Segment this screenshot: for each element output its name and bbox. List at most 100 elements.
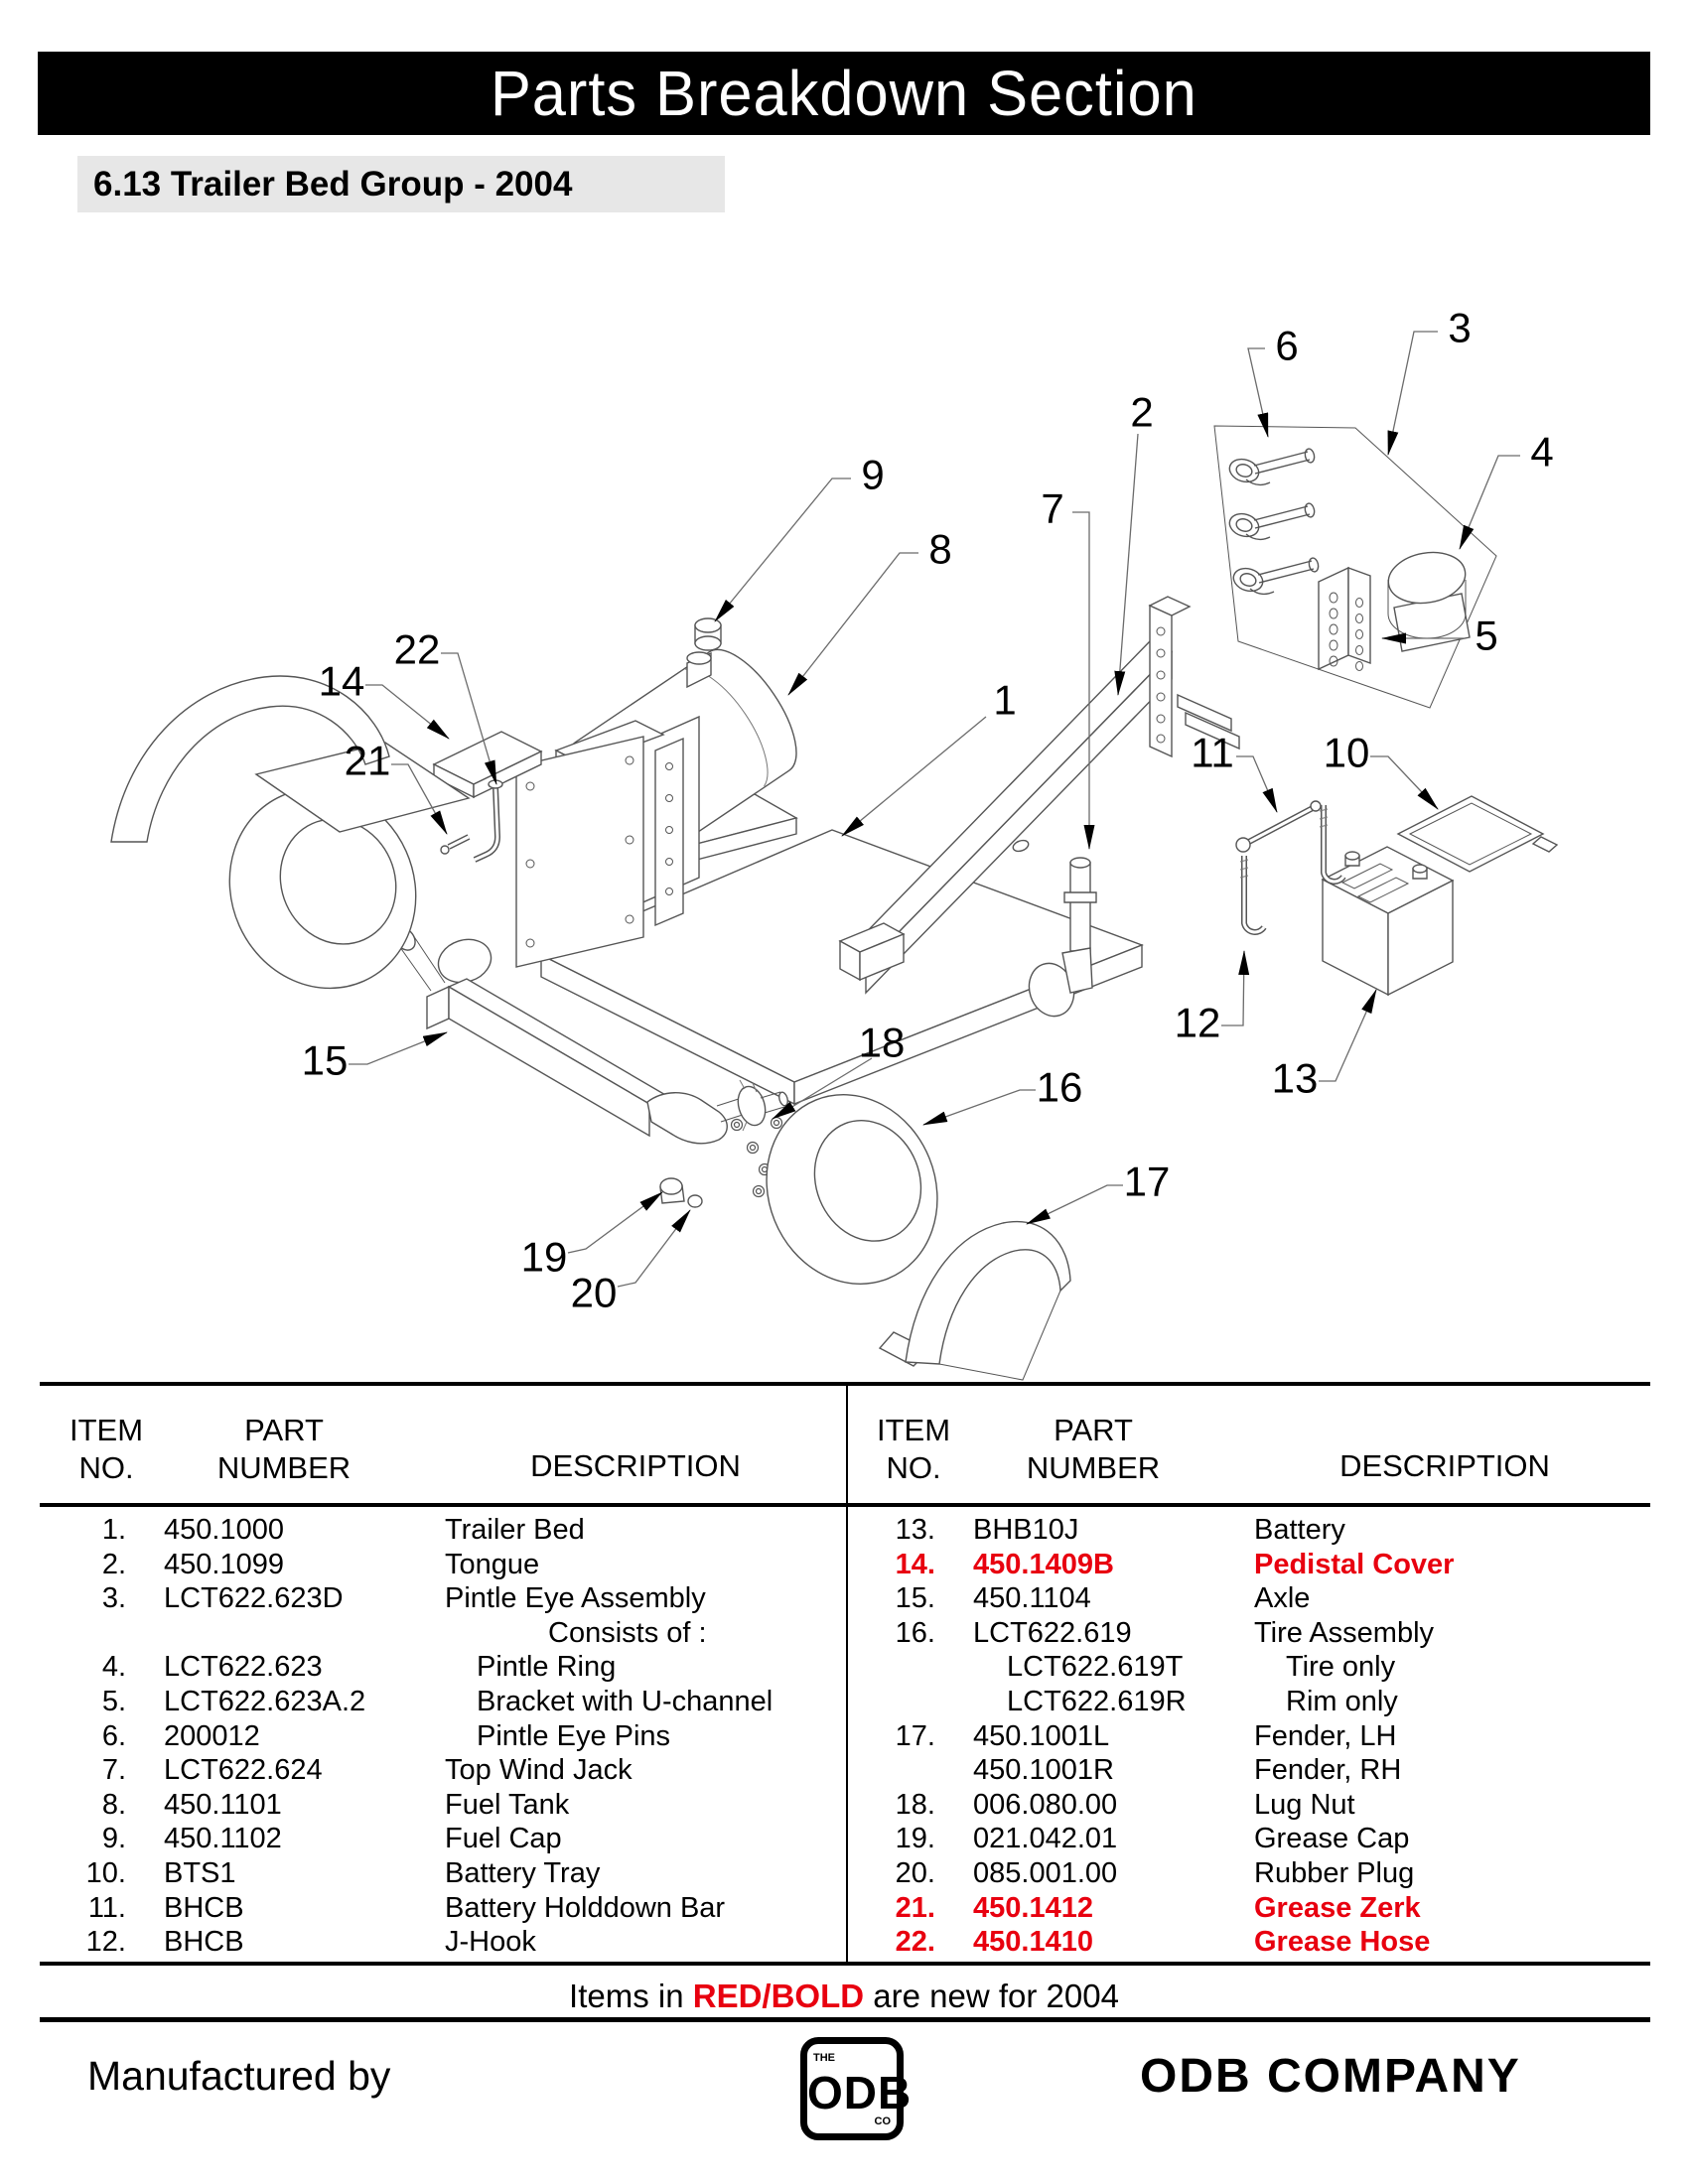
odb-logo: THE ODB CO [800,2037,913,2140]
callout-leader-8 [787,552,918,696]
pintle-ring-drawing [1387,551,1471,652]
page-title: Parts Breakdown Section [491,58,1197,129]
table-row: Consists of : [548,1616,707,1649]
table-bottom-rule [40,1962,1650,1966]
callout-label-4: 4 [1530,429,1553,476]
axle-drawing [394,927,799,1198]
battery-holddown-bar-drawing [1235,800,1322,853]
table-divider [846,1386,848,1962]
pintle-eye-pins-drawing [1225,447,1321,596]
col-header-desc-right: DESCRIPTION [1339,1448,1550,1483]
callout-leader-12 [1221,950,1250,1026]
col-header-desc-left: DESCRIPTION [530,1448,741,1483]
table-header-rule [40,1503,1650,1507]
odb-logo-the: THE [813,2052,835,2064]
callout-leader-18 [772,1057,873,1120]
callout-label-6: 6 [1275,323,1298,369]
callout-leader-17 [1026,1184,1123,1225]
callout-label-7: 7 [1041,485,1063,532]
callout-label-2: 2 [1130,389,1153,436]
callout-label-3: 3 [1448,305,1471,351]
callout-leader-1 [841,716,987,837]
callout-leader-7 [1072,511,1095,850]
red-bold-highlight: RED/BOLD [692,1978,865,2014]
callout-leader-9 [714,478,851,622]
grease-cap-drawing [659,1177,685,1204]
footer-rule [40,2017,1650,2022]
callout-label-20: 20 [571,1270,618,1316]
fuel-cap-drawing [694,617,722,651]
callout-label-17: 17 [1124,1159,1171,1205]
callout-label-16: 16 [1037,1064,1083,1111]
odb-logo-text: ODB [807,2067,913,2118]
callout-label-1: 1 [993,677,1016,724]
fender-lh-drawing [110,675,471,843]
callout-label-13: 13 [1272,1055,1319,1102]
callout-label-19: 19 [521,1234,568,1281]
pedestal-drawing [515,715,700,968]
callout-label-12: 12 [1175,1000,1221,1046]
callout-leader-4 [1459,455,1520,550]
callout-leader-22 [441,652,497,785]
callout-label-5: 5 [1475,613,1497,659]
callout-leader-14 [365,684,450,740]
callout-label-10: 10 [1324,730,1370,776]
odb-logo-co: CO [874,2116,892,2127]
callout-leader-6 [1247,347,1269,438]
title-banner: Parts Breakdown Section [38,52,1650,135]
rubber-plug-drawing [687,1194,703,1208]
callout-label-21: 21 [345,738,391,784]
manufactured-by-text: Manufactured by [87,2053,391,2099]
callout-label-8: 8 [928,526,951,573]
j-hook-drawing [1239,805,1346,935]
callout-label-11: 11 [1191,730,1234,776]
battery-tray-drawing [1396,795,1559,873]
callout-leader-15 [349,1031,448,1065]
section-heading: 6.13 Trailer Bed Group - 2004 [93,164,573,204]
callout-leader-2 [1114,433,1139,696]
section-heading-bar: 6.13 Trailer Bed Group - 2004 [77,156,725,212]
callout-leader-20 [617,1209,691,1288]
tire-assembly-drawing [766,1094,938,1285]
callout-label-18: 18 [859,1020,906,1066]
callout-leader-19 [567,1191,663,1254]
bracket-u-channel-drawing [1318,566,1371,671]
callout-leader-11 [1236,755,1278,813]
battery-drawing [1321,846,1455,997]
callout-leader-10 [1370,755,1439,810]
callout-label-9: 9 [861,452,884,498]
callout-leader-13 [1319,989,1377,1082]
